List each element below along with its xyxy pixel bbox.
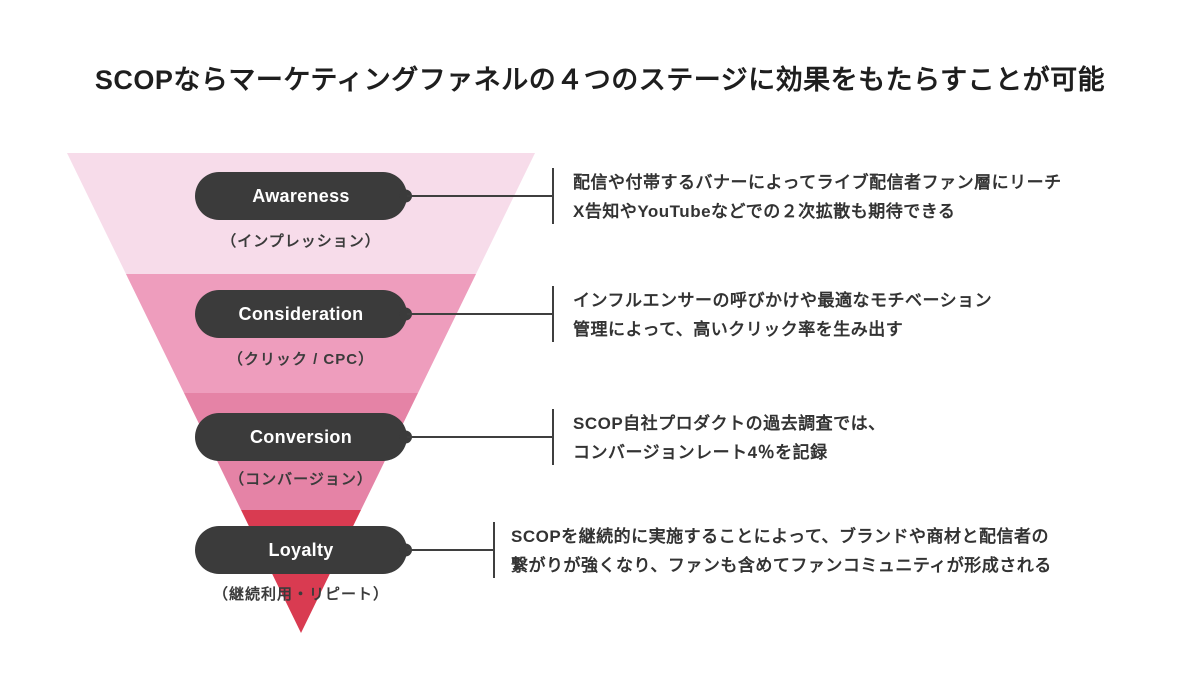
stage-pill-conversion: Conversion	[195, 413, 412, 461]
stage-description: SCOP自社プロダクトの過去調査では、 コンバージョンレート4％を記録	[573, 409, 886, 467]
stage-subtitle: （継続利用・リピート）	[212, 586, 389, 603]
connector-dot	[399, 543, 412, 557]
connector-line	[407, 549, 493, 551]
stage-description: インフルエンサーの呼びかけや最適なモチベーション 管理によって、高いクリック率を…	[573, 286, 992, 344]
page-title: SCOPならマーケティングファネルの４つのステージに効果をもたらすことが可能	[94, 65, 1106, 95]
connector-dot	[399, 189, 412, 203]
stage-label: Awareness	[252, 185, 350, 206]
connector-dot	[399, 430, 412, 444]
stage-subtitle: （コンバージョン）	[229, 471, 373, 488]
stage-subtitle: （クリック / CPC）	[227, 351, 375, 368]
stage-label: Conversion	[249, 426, 353, 447]
description-line: SCOPを継続的に実施することによって、ブランドや商材と配信者の	[511, 527, 1049, 546]
description-line: SCOP自社プロダクトの過去調査では、	[573, 414, 886, 433]
divider-line	[552, 286, 554, 342]
connector-line	[407, 436, 552, 438]
connector-line	[407, 195, 552, 197]
connector-dot	[399, 307, 412, 321]
stage-pill-loyalty: Loyalty	[195, 526, 412, 574]
description-line: コンバージョンレート4％を記録	[573, 443, 828, 462]
divider-line	[552, 168, 554, 224]
description-line: 管理によって、高いクリック率を生み出す	[573, 320, 904, 339]
divider-line	[552, 409, 554, 465]
stage-subtitle: （インプレッション）	[221, 233, 381, 250]
description-line: 繋がりが強くなり、ファンも含めてファンコミュニティが形成される	[511, 556, 1052, 575]
stage-description: SCOPを継続的に実施することによって、ブランドや商材と配信者の 繋がりが強くな…	[511, 522, 1052, 580]
divider-line	[493, 522, 495, 578]
description-line: 配信や付帯するバナーによってライブ配信者ファン層にリーチ	[573, 173, 1062, 192]
stage-pill-consideration: Consideration	[195, 290, 412, 338]
stage-description: 配信や付帯するバナーによってライブ配信者ファン層にリーチ X告知やYouTube…	[573, 168, 1062, 226]
stage-pill-awareness: Awareness	[195, 172, 412, 220]
connector-line	[407, 313, 552, 315]
description-line: X告知やYouTubeなどでの２次拡散も期待できる	[573, 202, 956, 221]
stage-label: Consideration	[238, 303, 364, 324]
stage-label: Loyalty	[268, 539, 334, 560]
description-line: インフルエンサーの呼びかけや最適なモチベーション	[573, 291, 993, 310]
